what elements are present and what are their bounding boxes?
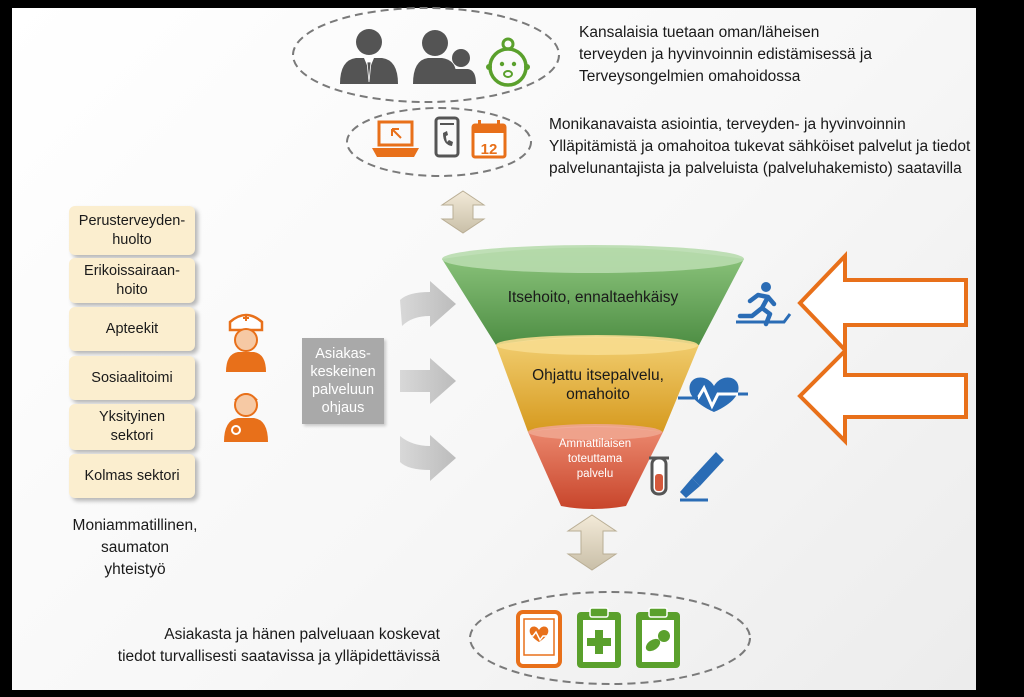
parent-child-icon	[413, 30, 476, 84]
channels-text-line-3: palvelunantajista ja palveluista (palvel…	[549, 160, 962, 177]
guidance-line-4: ohjaus	[321, 400, 365, 416]
org-box-specialist-care: Erikoissairaan-hoito	[69, 258, 195, 303]
citizens-text-line-2: terveyden ja hyvinvoinnin edistämisessä …	[579, 46, 872, 63]
org-box-private-sector: Yksityinen sektori	[69, 404, 195, 450]
calendar-number: 12	[481, 141, 498, 158]
funnel-label-guided-line-1: Ohjattu itsepalvelu,	[532, 367, 664, 384]
citizens-text-line-3: Terveysongelmien omahoidossa	[579, 68, 801, 85]
org-label-line-1: Perusterveyden-	[78, 212, 186, 229]
funnel-label-professional: Ammattilaisen toteuttama palvelu	[540, 437, 650, 482]
funnel-label-professional-line-1: Ammattilaisen	[558, 438, 632, 450]
tablet-heart-icon	[516, 610, 562, 668]
funnel-label-self-care: Itsehoito, ennaltaehkäisy	[507, 289, 679, 306]
citizens-ellipse	[292, 7, 560, 103]
org-label-line-1: Erikoissairaan-	[84, 262, 180, 279]
bottom-double-arrow	[566, 514, 618, 571]
channels-ellipse	[346, 107, 532, 177]
funnel-level-self-care	[442, 247, 744, 345]
records-text-line-2: tiedot turvallisesti saatavissa ja ylläp…	[117, 648, 440, 665]
org-label-line-1: Apteekit	[105, 320, 159, 337]
cooperation-text-line-1: Moniammatillinen,	[72, 517, 198, 534]
baby-icon	[486, 37, 530, 87]
funnel-label-guided: Ohjattu itsepalvelu, omahoito	[500, 366, 696, 404]
scalpel-icon	[680, 452, 724, 502]
funnel-label-guided-line-2: omahoito	[566, 386, 630, 403]
guidance-arrows	[400, 281, 456, 481]
org-box-social-services: Sosiaalitoimi	[69, 356, 195, 400]
org-box-pharmacies: Apteekit	[69, 307, 195, 351]
doctor-icon	[224, 393, 268, 442]
guidance-box: Asiakas- keskeinen palveluun ohjaus	[302, 338, 384, 424]
heart-pulse-icon	[678, 377, 748, 412]
guidance-line-1: Asiakas-	[315, 346, 371, 362]
guidance-line-2: keskeinen	[310, 364, 376, 380]
clipboard-cross-icon	[577, 607, 621, 668]
org-label-line-1: Sosiaalitoimi	[91, 369, 173, 386]
cooperation-text-line-3: yhteistyö	[104, 561, 166, 578]
channels-text-line-2: Ylläpitämistä ja omahoitoa tukevat sähkö…	[549, 138, 971, 155]
guidance-line-3: palveluun	[311, 382, 375, 398]
records-text-line-1: Asiakasta ja hänen palveluaan koskevat	[164, 626, 440, 643]
records-ellipse	[469, 591, 751, 685]
funnel-level-professional	[528, 427, 663, 509]
citizens-text-line-1: Kansalaisia tuetaan oman/läheisen	[579, 24, 820, 41]
cooperation-text-line-2: saumaton	[100, 539, 170, 556]
channels-text-line-1: Monikanavaista asiointia, terveyden- ja …	[549, 116, 906, 133]
treadmill-runner-icon	[736, 282, 792, 327]
calendar-icon: 12	[471, 120, 507, 159]
input-arrow-top	[797, 251, 968, 355]
org-box-third-sector: Kolmas sektori	[69, 454, 195, 498]
input-arrow-bottom	[797, 346, 968, 446]
funnel-label-professional-line-2: toteuttama	[567, 453, 623, 465]
org-box-primary-care: Perusterveyden-huolto	[69, 206, 195, 255]
laptop-icon	[372, 120, 419, 157]
org-label-line-2: hoito	[116, 281, 148, 298]
org-label-line-1: Yksityinen	[98, 409, 166, 425]
top-double-arrow	[440, 190, 486, 234]
org-label-line-1: Kolmas sektori	[84, 467, 180, 484]
person-suit-icon	[340, 29, 398, 84]
nurse-icon	[226, 313, 266, 372]
clipboard-pills-icon	[636, 607, 680, 668]
funnel-level-guided	[496, 337, 699, 432]
test-tube-icon	[649, 456, 669, 496]
phone-icon	[434, 116, 460, 158]
funnel-label-professional-line-3: palvelu	[576, 468, 614, 480]
org-label-line-2: sektori	[110, 428, 154, 444]
service-funnel	[442, 245, 744, 509]
org-label-line-2: huolto	[112, 231, 152, 248]
